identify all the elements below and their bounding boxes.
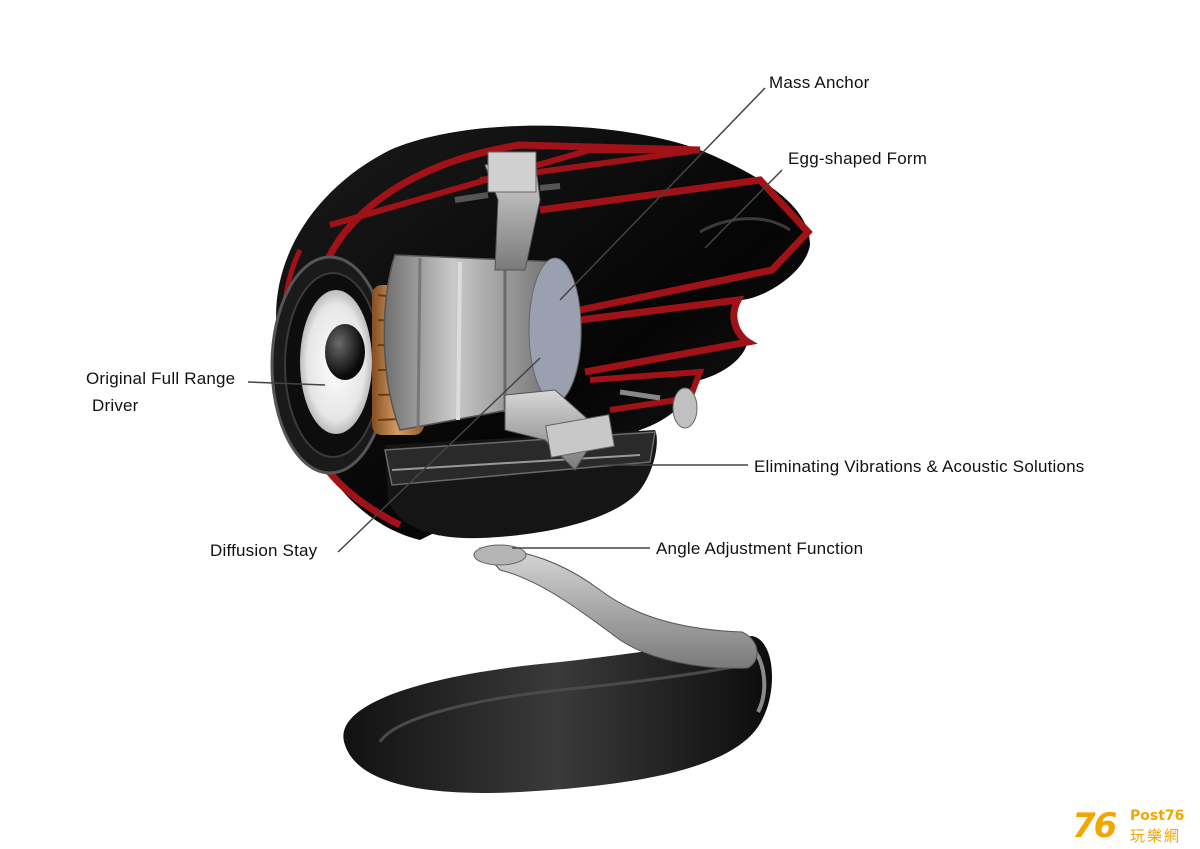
rear-adjuster	[619, 387, 698, 429]
leader-lines	[247, 87, 783, 553]
label-diffusion-stay: Diffusion Stay	[210, 541, 318, 560]
watermark-number: 76	[1072, 806, 1117, 846]
label-egg-shaped-form: Egg-shaped Form	[788, 149, 928, 168]
label-driver-line2: Driver	[92, 396, 139, 415]
leader-driver	[247, 381, 326, 386]
label-eliminating-vibrations: Eliminating Vibrations & Acoustic Soluti…	[754, 457, 1085, 476]
diffusion-stay	[454, 151, 615, 471]
stand-arm	[473, 544, 758, 669]
leader-mass-anchor	[559, 87, 766, 301]
watermark-text: Post76	[1130, 808, 1185, 824]
watermark-cjk: 玩樂網	[1130, 827, 1182, 845]
label-mass-anchor: Mass Anchor	[769, 73, 870, 92]
watermark-logo: 76 Post76 玩樂網	[1072, 808, 1196, 846]
label-driver-line1: Original Full Range	[86, 369, 236, 388]
label-angle-adjustment: Angle Adjustment Function	[656, 539, 864, 558]
leader-egg-shaped-form	[704, 169, 783, 249]
magnet-assembly	[383, 254, 582, 431]
leader-diffusion-stay	[337, 357, 541, 553]
isolation-plate	[384, 430, 657, 539]
